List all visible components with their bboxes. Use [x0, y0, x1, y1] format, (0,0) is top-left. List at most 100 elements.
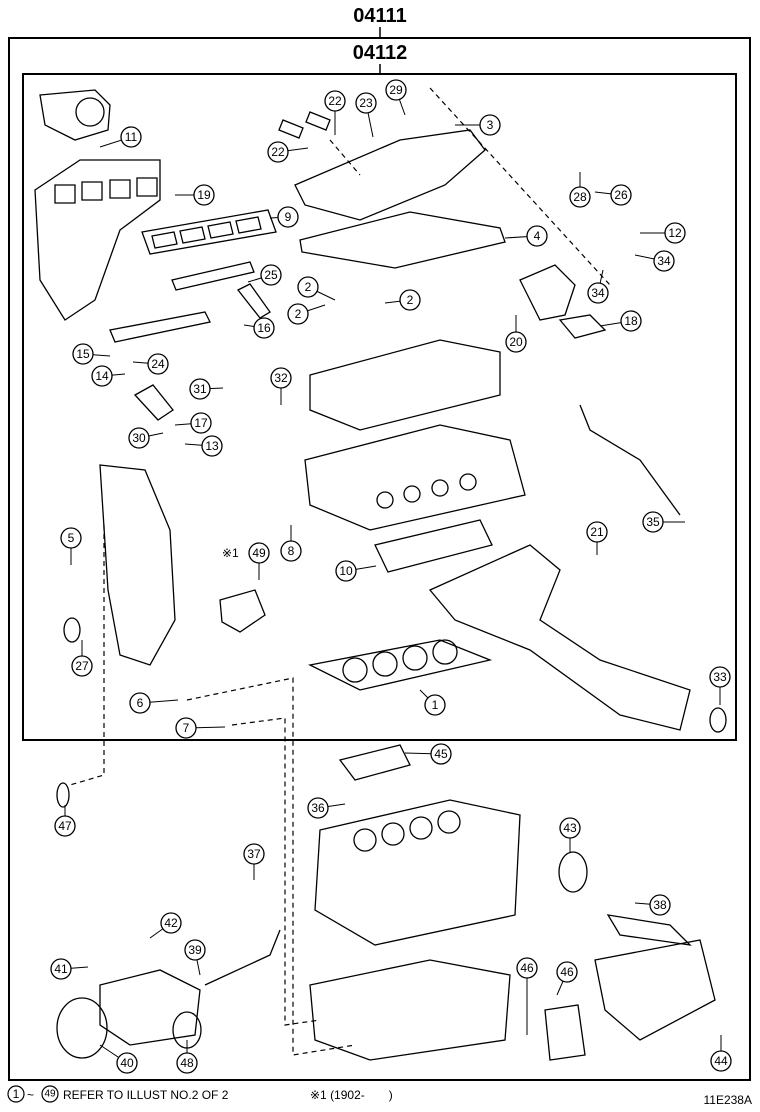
callout-c49: 49: [248, 542, 270, 580]
callout-c24: 24: [132, 353, 169, 375]
refer-text: REFER TO ILLUST NO.2 OF 2: [63, 1088, 229, 1102]
callout-circle: [189, 378, 211, 400]
callout-number: 30: [132, 431, 146, 445]
callout-circle: [50, 958, 72, 980]
callout-circle: [280, 540, 302, 562]
callout-circle: [175, 717, 197, 739]
callout-number: 33: [713, 670, 727, 684]
callout-c32: 32: [270, 367, 292, 405]
guide-lines: [69, 87, 611, 1056]
callout-number: 49: [252, 546, 266, 560]
callout-circle: [260, 264, 282, 286]
callout-c3: 3: [455, 114, 501, 136]
callout-circle: [120, 126, 142, 148]
callout-c34a: 34: [587, 269, 609, 304]
callout-number: 22: [328, 94, 342, 108]
callout-c1: 1: [419, 689, 446, 716]
callout-number: 31: [193, 382, 207, 396]
inner-frame: [22, 73, 737, 741]
callout-circle: [642, 511, 664, 533]
callout-number: 48: [180, 1056, 194, 1070]
callout-c11: 11: [99, 126, 142, 148]
callout-circle: [710, 1050, 732, 1072]
callout-c45: 45: [404, 743, 452, 765]
callout-circle: [193, 184, 215, 206]
callout-c13: 13: [184, 435, 223, 457]
callout-c22a: 22: [324, 90, 346, 135]
callout-number: 22: [271, 145, 285, 159]
footer: 1 ~ 49 REFER TO ILLUST NO.2 OF 2 ※1 (190…: [7, 1085, 752, 1107]
callout-number: 3: [487, 118, 494, 132]
callout-c35: 35: [642, 511, 685, 533]
callout-number: 25: [264, 268, 278, 282]
callout-c19: 19: [175, 184, 215, 206]
callout-number: 23: [359, 96, 373, 110]
callout-c27: 27: [71, 640, 93, 677]
callout-circle: [335, 560, 357, 582]
callout-circle: [505, 331, 527, 353]
callout-circle: [399, 289, 421, 311]
subassembly-code: 04112: [353, 42, 408, 64]
callout-c37: 37: [243, 843, 265, 880]
callout-number: 46: [520, 961, 534, 975]
callout-circle: [556, 961, 578, 983]
callout-circle: [160, 912, 182, 934]
callout-c40: 40: [99, 1044, 138, 1074]
callout-circle: [72, 343, 94, 365]
callout-circle: [248, 542, 270, 564]
callout-c2c: 2: [384, 289, 421, 311]
callout-c46b: 46: [556, 961, 578, 996]
callout-number: 46: [560, 965, 574, 979]
callout-number: 4: [534, 229, 541, 243]
callout-c39: 39: [184, 939, 206, 976]
callout-number: 15: [76, 347, 90, 361]
callout-circle: [184, 939, 206, 961]
callout-number: 39: [188, 943, 202, 957]
callout-c48: 48: [176, 1040, 198, 1074]
callout-number: 2: [407, 293, 414, 307]
callout-number: 45: [434, 747, 448, 761]
callout-c5: 5: [60, 527, 82, 565]
callout-circle: [307, 797, 329, 819]
callout-circle: [91, 365, 113, 387]
callout-number: 7: [183, 721, 190, 735]
callout-number: 19: [197, 188, 211, 202]
callout-circle: [559, 817, 581, 839]
callout-c25: 25: [247, 264, 282, 286]
callout-circle: [664, 222, 686, 244]
outer-frame: [8, 37, 751, 1081]
callout-number: 40: [120, 1056, 134, 1070]
range-tilde: ~: [27, 1088, 34, 1102]
callout-number: 26: [614, 188, 628, 202]
callout-circle: [190, 412, 212, 434]
callout-circle: [649, 894, 671, 916]
callout-number: 29: [389, 83, 403, 97]
callout-c46a: 46: [516, 957, 538, 1035]
callout-c29: 29: [385, 79, 407, 116]
callout-number: 14: [95, 369, 109, 383]
callout-number: 21: [590, 525, 604, 539]
callout-c6: 6: [129, 692, 179, 714]
callout-circle: [479, 114, 501, 136]
callout-c38: 38: [634, 894, 671, 916]
callout-circle: [297, 276, 319, 298]
callout-c7: 7: [175, 717, 226, 739]
callout-number: 34: [591, 286, 605, 300]
callout-number: 5: [68, 531, 75, 545]
callout-number: 32: [274, 371, 288, 385]
callout-number: 44: [714, 1054, 728, 1068]
callout-number: 2: [305, 280, 312, 294]
callout-circle: [586, 521, 608, 543]
callout-layer: 1222345678910111213141516171819202122222…: [50, 79, 732, 1074]
callout-c41: 41: [50, 958, 89, 980]
date-note: ※1 (1902- ): [310, 1088, 393, 1102]
callout-c28: 28: [569, 172, 591, 208]
callout-circle: [253, 317, 275, 339]
callout-circle: [324, 90, 346, 112]
callout-c30: 30: [128, 427, 164, 449]
callout-circle: [128, 427, 150, 449]
callout-c12: 12: [640, 222, 686, 244]
callout-number: 35: [646, 515, 660, 529]
callout-c44: 44: [710, 1035, 732, 1072]
